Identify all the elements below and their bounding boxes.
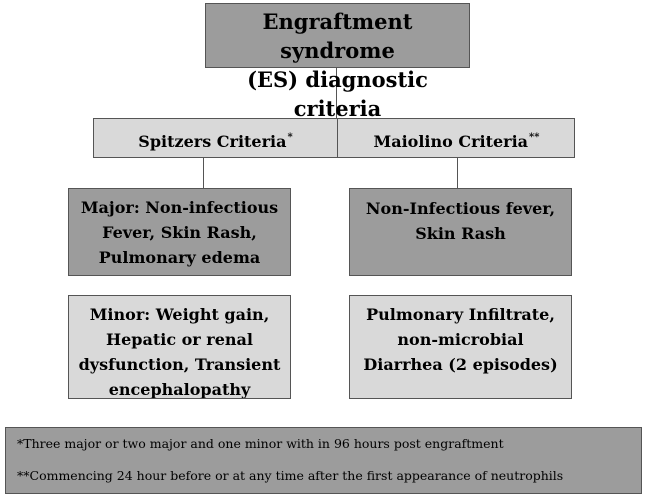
spitzer-minor-line: dysfunction, Transient [78,355,281,374]
connector-maiolino-to-infectious [457,158,458,188]
spitzer-minor-box: Minor: Weight gain, Hepatic or renal dys… [68,295,291,399]
footnote-spitzer: *Three major or two major and one minor … [17,436,504,451]
maiolino-criteria-cell: Maiolino Criteria** [337,119,575,157]
spitzer-minor-line: encephalopathy [108,380,251,399]
title-line-2: (ES) diagnostic criteria [247,67,428,121]
maiolino-major-box: Non-Infectious fever, Skin Rash [349,188,572,276]
footnote-maiolino: **Commencing 24 hour before or at any ti… [17,468,564,483]
spitzer-major-box: Major: Non-infectious Fever, Skin Rash, … [68,188,291,276]
maiolino-minor-line: Diarrhea (2 episodes) [363,355,558,374]
spitzer-major-line: Fever, Skin Rash, [102,223,257,242]
maiolino-major-line: Non-Infectious fever, [365,199,556,218]
title-line-1: Engraftment syndrome [262,9,413,63]
footnote-box: *Three major or two major and one minor … [5,427,642,494]
maiolino-footnote-mark: ** [529,132,540,143]
spitzer-minor-line: Minor: Weight gain, [89,305,270,324]
maiolino-major-line: Skin Rash [415,224,506,243]
maiolino-minor-line: Pulmonary Infiltrate, [366,305,555,324]
criteria-header-bar: Spitzers Criteria* Maiolino Criteria** [93,118,575,158]
maiolino-minor-box: Pulmonary Infiltrate, non-microbial Diar… [349,295,572,399]
maiolino-criteria-label: Maiolino Criteria [373,132,529,151]
spitzer-criteria-cell: Spitzers Criteria* [94,119,337,157]
maiolino-minor-line: non-microbial [397,330,524,349]
connector-title-to-criteria [336,68,337,118]
diagram-title-box: Engraftment syndrome (ES) diagnostic cri… [205,3,470,121]
spitzer-footnote-mark: * [287,132,293,143]
spitzer-major-line: Major: Non-infectious [80,198,279,217]
spitzer-major-line: Pulmonary edema [98,248,261,267]
spitzer-minor-line: Hepatic or renal [106,330,253,349]
spitzer-criteria-label: Spitzers Criteria [138,132,287,151]
connector-spitzer-to-major [203,158,204,188]
